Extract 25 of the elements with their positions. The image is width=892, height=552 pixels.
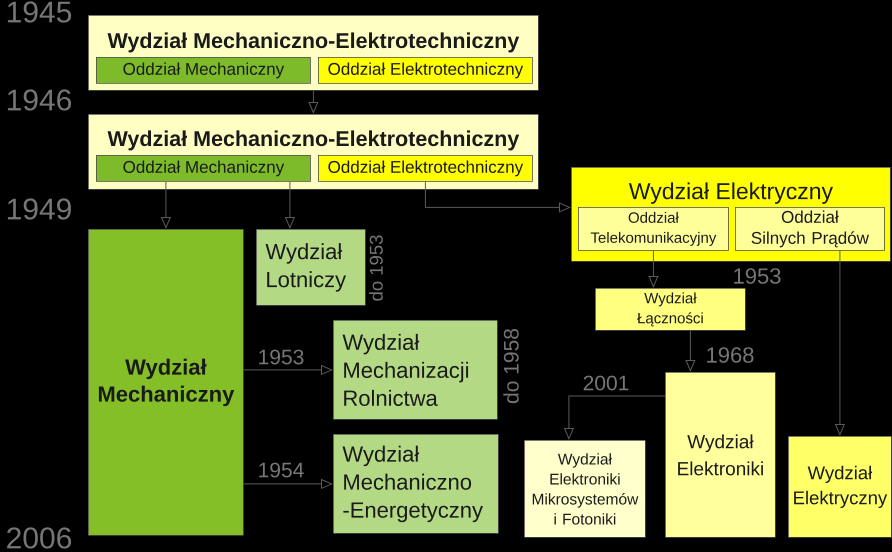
section-box: Oddział Mechaniczny xyxy=(96,57,311,84)
vertical-note: do 1958 xyxy=(503,329,519,404)
section-box: Oddział Elektrotechniczny xyxy=(318,155,533,182)
year-label: 2006 xyxy=(7,527,72,549)
section-box: Oddział Silnych Prądów xyxy=(735,207,885,251)
faculty-box: Wydział Lotniczy xyxy=(256,229,366,306)
edge-label: 1968 xyxy=(704,346,756,364)
faculty-box: Wydział Mechanizacji Rolnictwa xyxy=(333,320,498,420)
faculty-box: Wydział Mechaniczny xyxy=(88,229,244,536)
vertical-note: do 1953 xyxy=(369,235,383,301)
section-box: Oddział Elektrotechniczny xyxy=(318,57,533,84)
edge-label: 1953 xyxy=(256,348,306,366)
faculty-box: Wydział Mechaniczno -Energetyczny xyxy=(333,434,499,534)
section-box: Oddział Telekomunikacyjny xyxy=(578,207,729,251)
year-label: 1949 xyxy=(8,198,71,220)
edge-label: 2001 xyxy=(582,374,630,392)
year-label: 1945 xyxy=(8,1,72,23)
edge-label: 1954 xyxy=(256,462,306,478)
year-label: 1946 xyxy=(8,89,72,111)
faculty-box: Wydział Elektroniki xyxy=(665,372,776,538)
faculty-box: Wydział Elektroniki Mikrosystemów i Fotoniki xyxy=(524,440,646,538)
section-box: Oddział Mechaniczny xyxy=(96,155,311,182)
edge-label: 1953 xyxy=(732,267,782,285)
faculty-box: Wydział Łączności xyxy=(595,288,746,331)
faculty-box: Wydział Elektryczny xyxy=(788,436,892,538)
